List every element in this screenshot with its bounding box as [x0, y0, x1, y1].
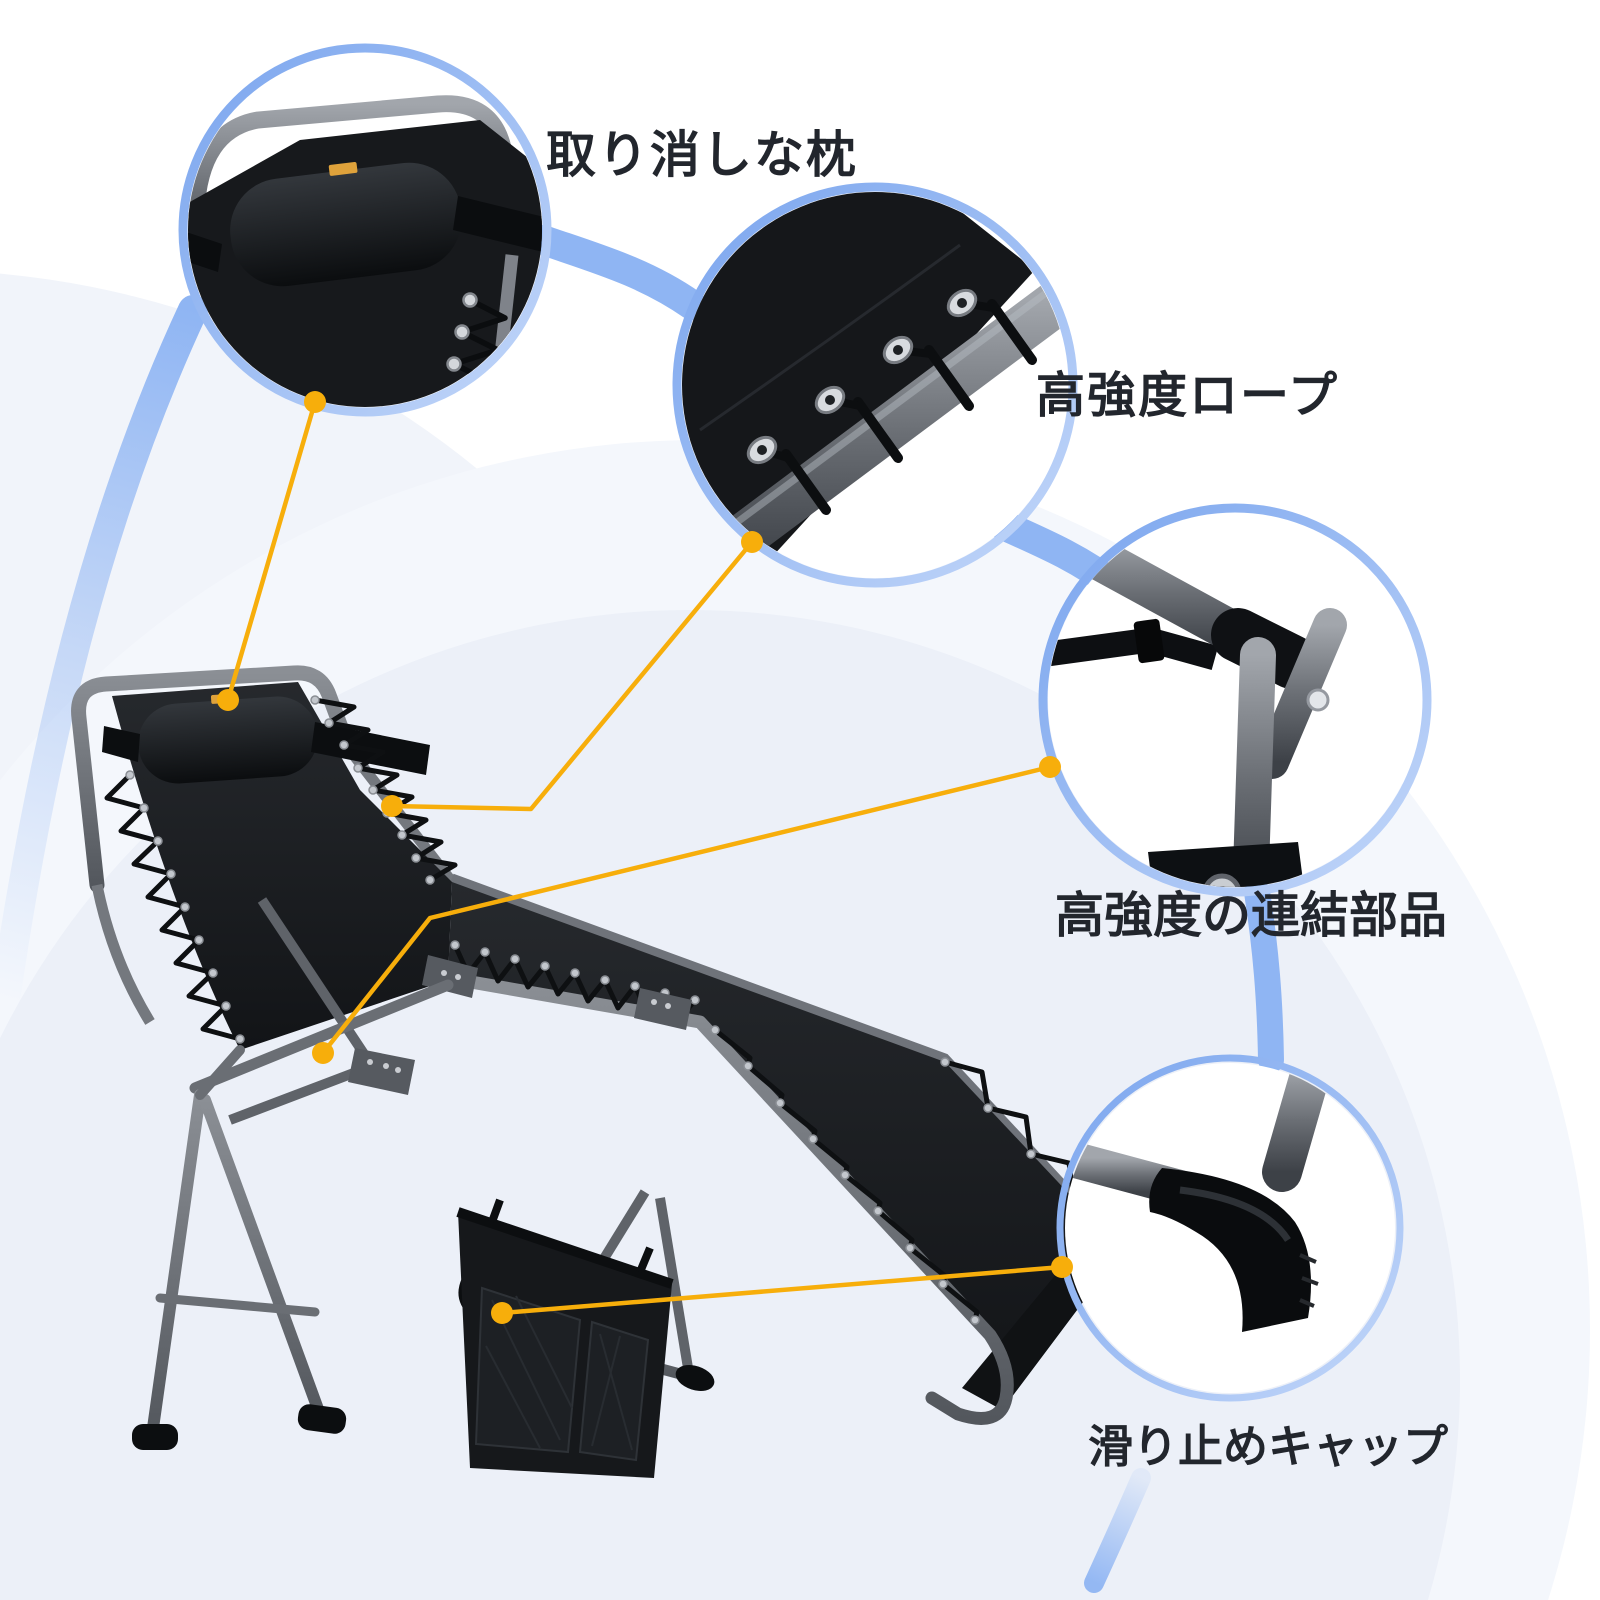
- feature-ring-footcap: [1056, 1054, 1404, 1402]
- backrest-left-lacing: [104, 770, 245, 1044]
- feature-label-pillow: 取り消しな枕: [546, 127, 858, 183]
- callout-line-pillow: [217, 391, 326, 711]
- near-rail-tube: [441, 971, 1014, 1425]
- feature-ring-rope: [672, 182, 1078, 588]
- recline-strut: [228, 897, 415, 1125]
- backrest-left-tube: [91, 883, 155, 1025]
- callout-line-rope: [381, 531, 763, 817]
- front-foot-caps: [132, 1404, 347, 1450]
- front-legs: [146, 979, 454, 1441]
- feature-label-connector: 高強度の連結部品: [1055, 889, 1448, 943]
- feature-label-footcap: 滑り止めキャップ: [1088, 1421, 1449, 1472]
- feature-ring-connector: [1038, 503, 1432, 897]
- pillow-strap-left: [102, 726, 140, 762]
- feature-photo-pillow: [178, 43, 552, 417]
- feature-ring-pillow: [178, 43, 552, 417]
- callout-line-connector: [312, 756, 1061, 1064]
- backrest-frame-tube: [71, 665, 357, 893]
- side-pocket: [456, 1198, 674, 1478]
- hinge-brackets: [422, 955, 692, 1030]
- legrest-lacing: [710, 1025, 980, 1325]
- callout-connectors: [217, 391, 1073, 1324]
- feature-photo-rope: [672, 182, 1078, 588]
- callout-line-footcap: [491, 1256, 1073, 1324]
- feature-photo-connector: [1038, 503, 1432, 897]
- feature-photo-footcap: [1056, 1054, 1404, 1402]
- feature-label-rope: 高強度ロープ: [1036, 369, 1340, 423]
- decorative-orbit-band: [0, 225, 1284, 1593]
